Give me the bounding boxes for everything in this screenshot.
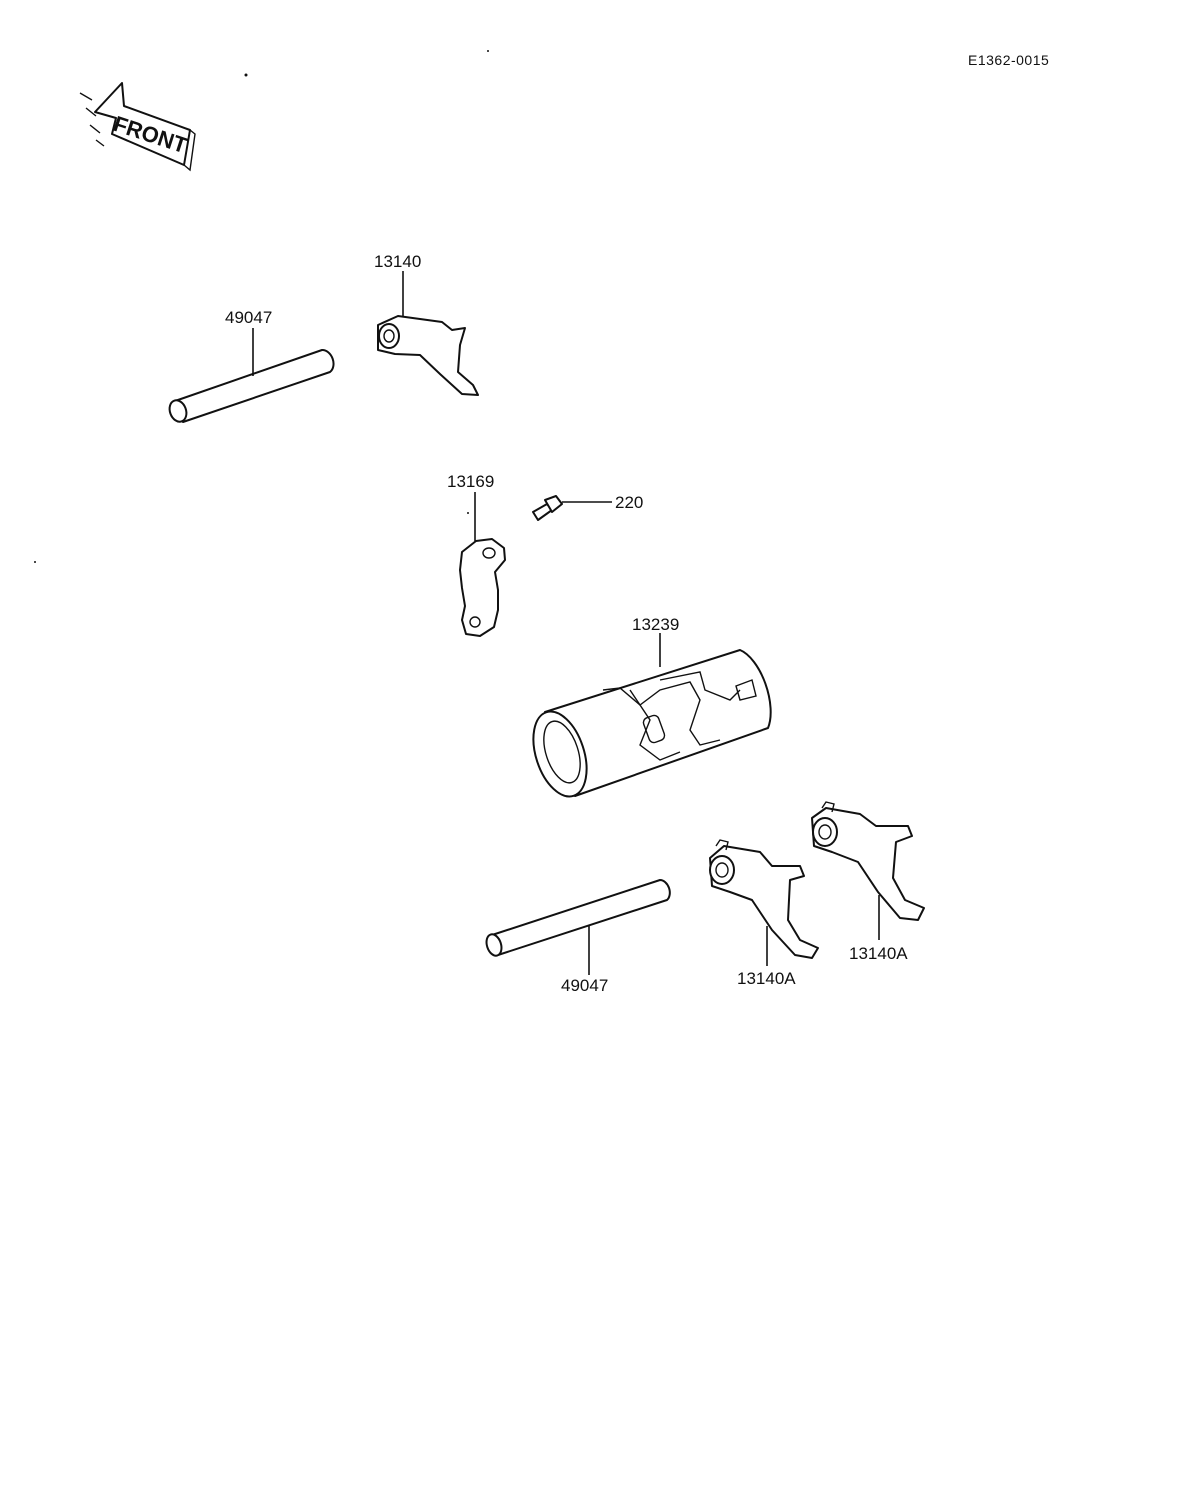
scan-specks [34,50,489,563]
diagram-code: E1362-0015 [968,52,1049,68]
label-13140: 13140 [374,252,421,271]
label-49047-lower: 49047 [561,976,608,995]
label-220: 220 [615,493,643,512]
bolt: 220 [532,493,643,521]
front-arrow-icon: FRONT [79,82,196,172]
shift-rod-lower: 49047 [485,879,671,995]
label-13140A-left: 13140A [737,969,796,988]
shift-rod-upper: 49047 [168,308,335,423]
shift-fork-lower-right: 13140A [811,801,925,963]
label-13169: 13169 [447,472,494,491]
label-13140A-right: 13140A [849,944,908,963]
shift-drum: 13239 [532,615,772,798]
shift-fork-lower-left: 13140A [709,839,819,988]
shift-fork-upper: 13140 [374,252,479,396]
label-13239: 13239 [632,615,679,634]
label-49047-upper: 49047 [225,308,272,327]
stopper-plate: 13169 [447,472,506,637]
